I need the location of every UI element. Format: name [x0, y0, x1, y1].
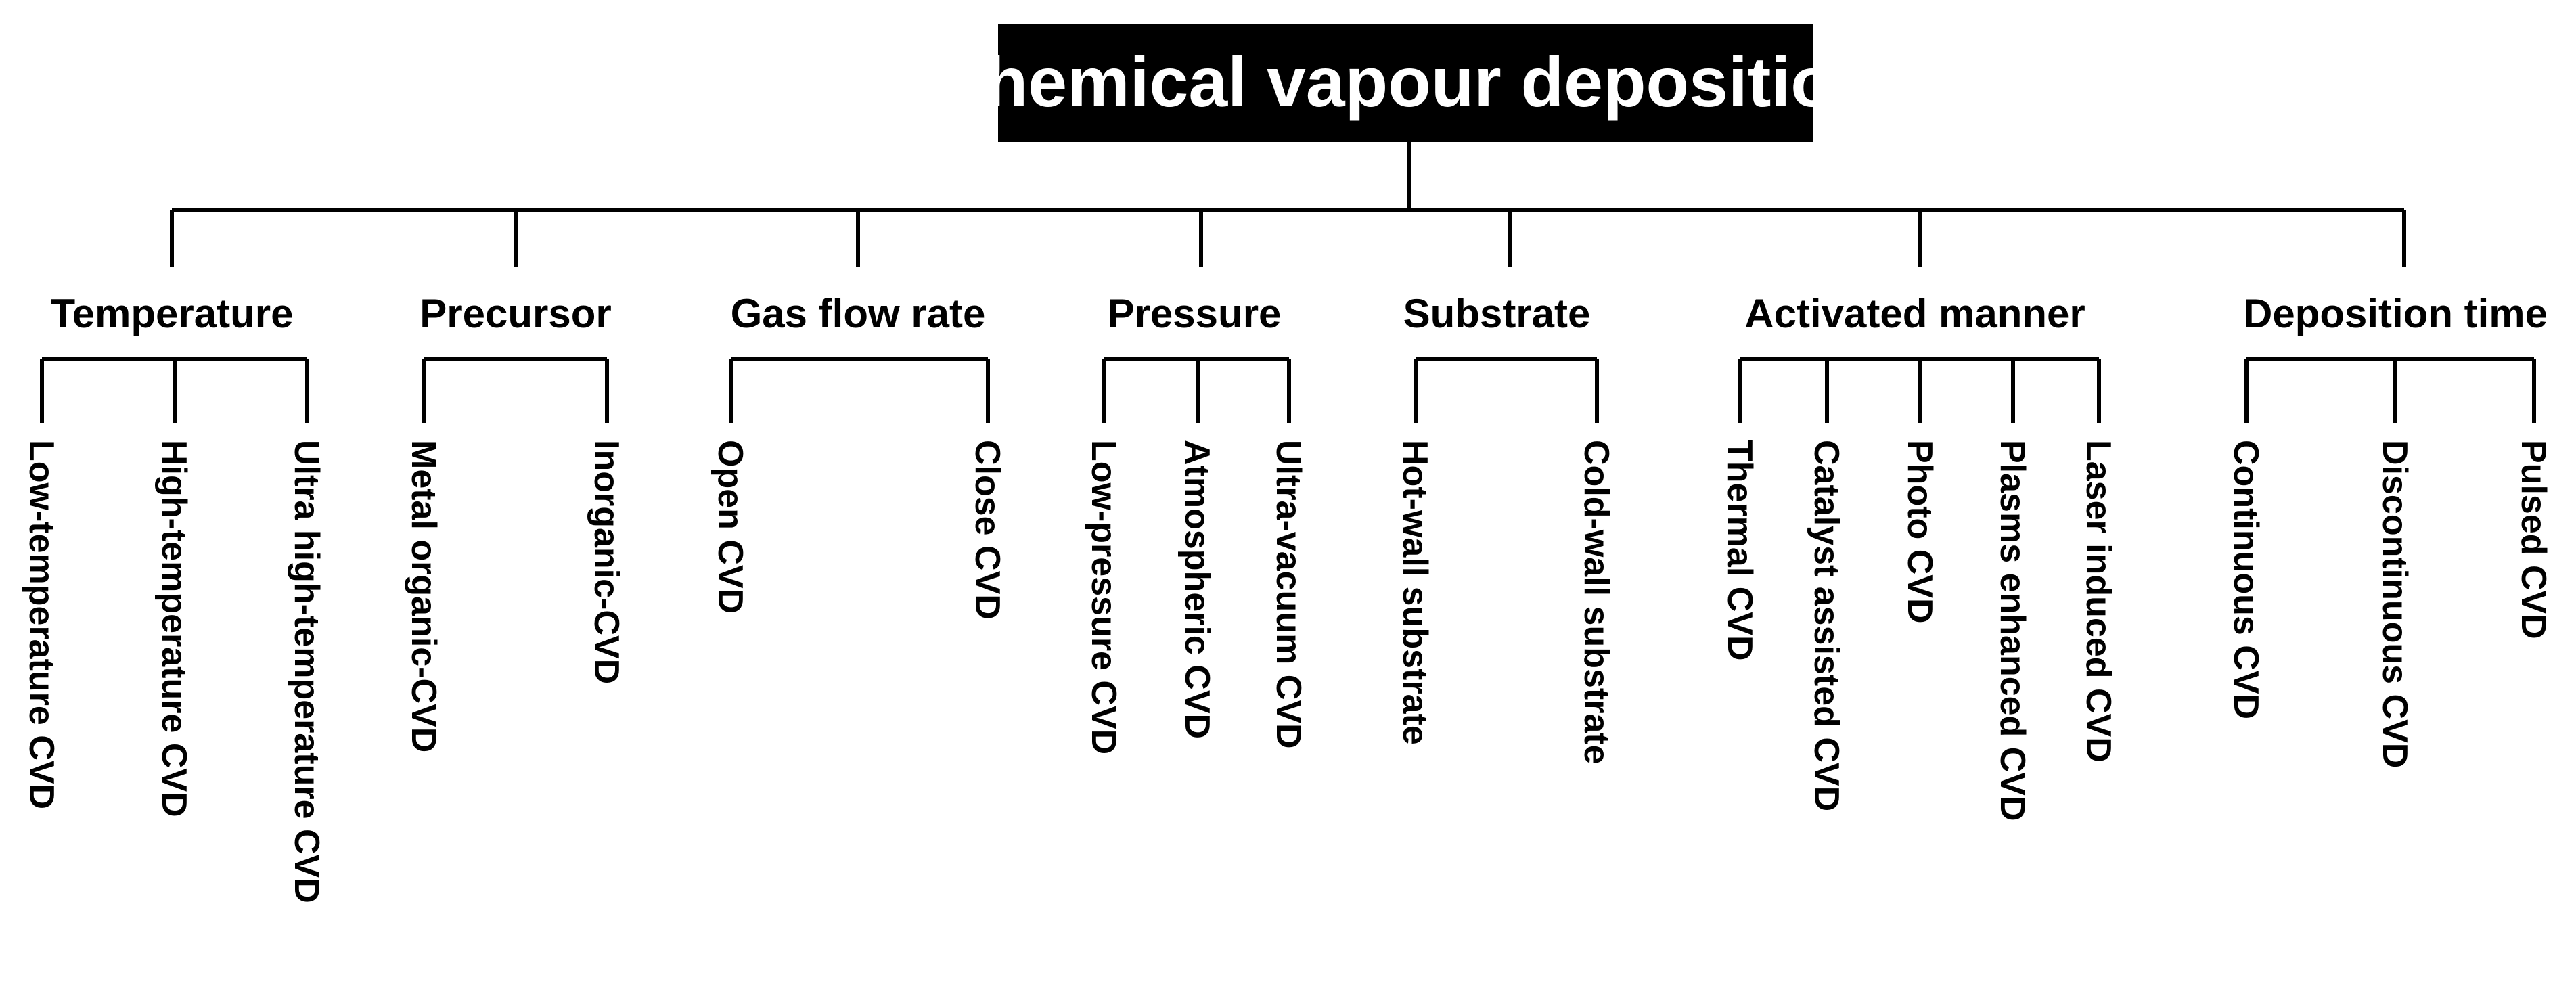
leaf-label: Pulsed CVD [2514, 440, 2553, 639]
category-label: Deposition time [2243, 291, 2548, 336]
leaf-label: Plasms enhanced CVD [1993, 440, 2032, 821]
leaf-label: Hot-wall substrate [1395, 440, 1434, 745]
leaf-label: Ultra high-temperature CVD [287, 440, 326, 903]
leaf-label: Cold-wall substrate [1577, 440, 1616, 765]
category-label: Gas flow rate [731, 291, 986, 336]
leaf-label: Catalyst assisted CVD [1807, 440, 1846, 811]
leaf-label: Open CVD [710, 440, 750, 614]
leaf-label: Inorganic-CVD [587, 440, 626, 684]
leaf-label: Discontinuous CVD [2375, 440, 2414, 768]
leaf-label: Metal organic-CVD [404, 440, 443, 752]
leaf-label: Atmospheric CVD [1177, 440, 1217, 739]
root-box [998, 24, 1813, 142]
leaf-label: Low-temperature CVD [22, 440, 61, 809]
leaf-label: Continuous CVD [2226, 440, 2265, 719]
leaf-label: Ultra-vacuum CVD [1269, 440, 1308, 749]
category-label: Temperature [50, 291, 293, 336]
leaf-label: Laser induced CVD [2079, 440, 2118, 763]
category-label: Precursor [420, 291, 611, 336]
category-label: Substrate [1403, 291, 1591, 336]
leaf-label: Photo CVD [1900, 440, 1939, 624]
leaf-label: Thermal CVD [1720, 440, 1759, 661]
leaf-label: Close CVD [968, 440, 1007, 620]
leaf-label: Low-pressure CVD [1084, 440, 1123, 754]
category-label: Activated manner [1744, 291, 2085, 336]
root-title: Chemical vapour deposition [934, 43, 1877, 122]
category-label: Pressure [1108, 291, 1282, 336]
leaf-label: High-temperature CVD [154, 440, 194, 817]
